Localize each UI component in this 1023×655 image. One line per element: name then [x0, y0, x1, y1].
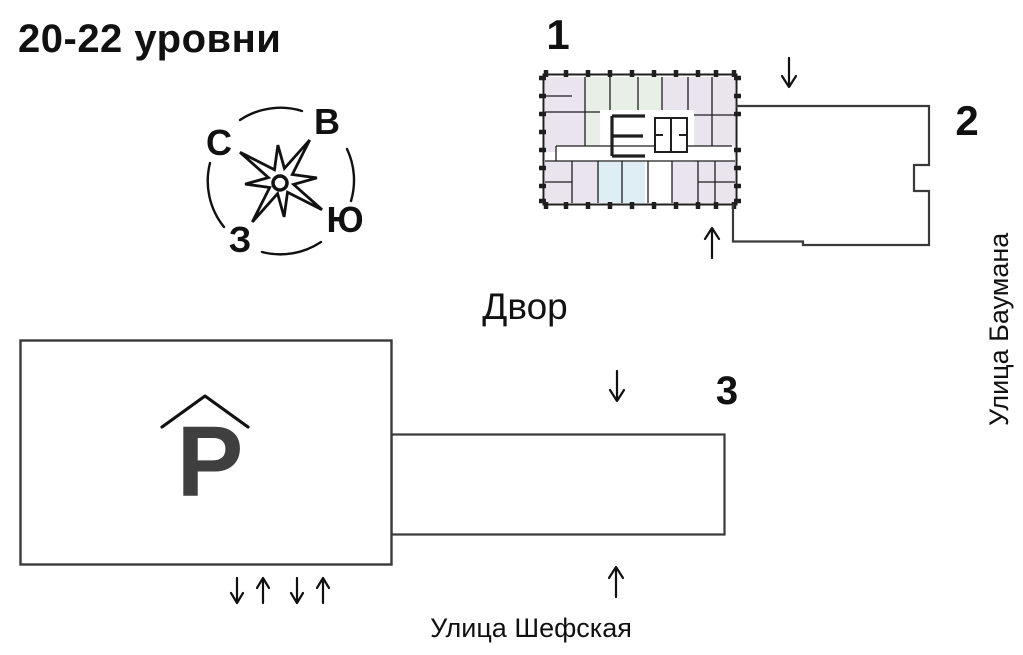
column-ticks-vertical — [539, 75, 741, 204]
building-2-label: 2 — [955, 97, 979, 144]
building-3-outline — [390, 433, 726, 536]
compass-hub — [271, 174, 289, 192]
building-3-label: 3 — [715, 369, 739, 413]
parking-arrow-up-2 — [315, 576, 331, 605]
stair-core — [610, 114, 645, 158]
page-title: 20-22 уровни — [18, 17, 282, 61]
arrow-up-building-3 — [607, 565, 625, 599]
parking-entry-arrows — [229, 576, 331, 605]
compass-label-north: С — [206, 122, 232, 163]
courtyard-label: Двор — [482, 286, 568, 327]
arrow-up-building-1 — [703, 226, 721, 260]
elevator-core — [654, 117, 688, 153]
compass-circle-arcs — [206, 106, 356, 256]
compass-label-west: З — [228, 219, 252, 260]
compass-rose-icon — [206, 106, 356, 256]
street-label-shefskaya: Улица Шефская — [430, 613, 632, 643]
column-ticks-horizontal — [543, 70, 737, 209]
entry-arrows — [607, 56, 798, 599]
parking-arrow-down-2 — [289, 576, 305, 605]
parking-arrow-down-1 — [229, 576, 245, 605]
parking-symbol: Р — [176, 406, 244, 518]
building-1-label: 1 — [546, 11, 570, 58]
building-2-outline — [731, 104, 931, 247]
arrow-down-building-3 — [608, 369, 626, 403]
parking-structure — [19, 339, 393, 566]
compass-label-east: В — [314, 101, 340, 142]
arrow-down-building-2 — [780, 56, 798, 89]
roof-chevron-icon — [160, 394, 250, 429]
compass-label-south: Ю — [326, 199, 364, 240]
interior-walls — [545, 77, 735, 203]
building-1-floorplan — [539, 70, 741, 209]
street-label-baumana: Улица Баумана — [984, 232, 1014, 426]
parking-arrow-up-1 — [255, 576, 271, 605]
